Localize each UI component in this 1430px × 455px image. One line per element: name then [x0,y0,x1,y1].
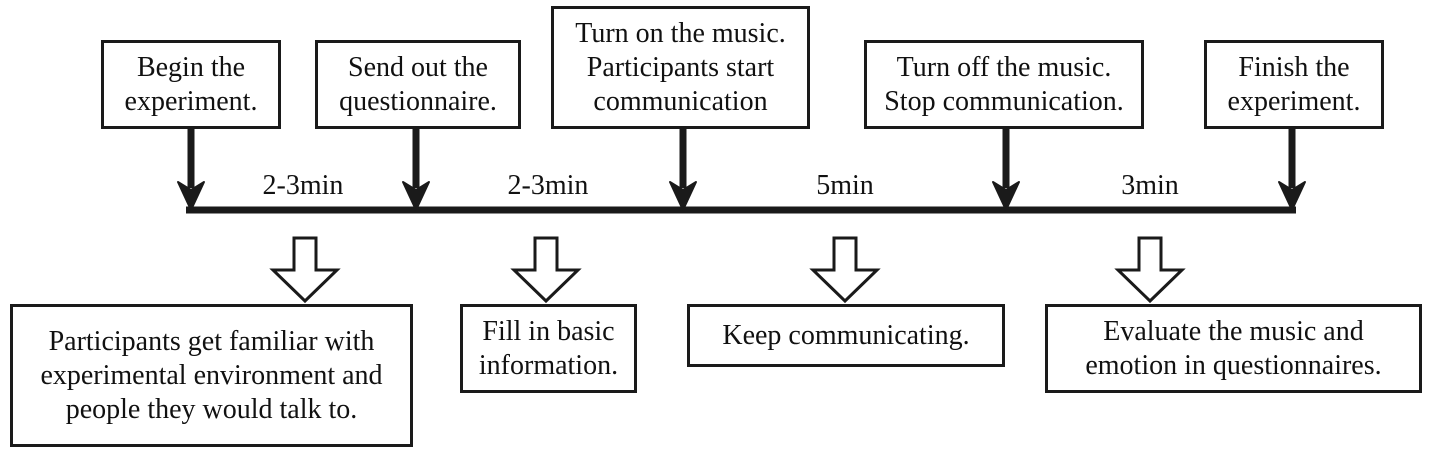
solid-down-arrow-head [1278,181,1306,211]
activity-box-keep-communicating: Keep communicating. [687,304,1005,367]
activity-box-line: information. [478,349,619,381]
step-box-line: Turn on the music. [575,17,786,49]
step-box-line: experiment. [124,85,258,117]
step-box-line: experiment. [1227,85,1361,117]
activity-box-line: emotion in questionnaires. [1085,349,1382,381]
step-box-line: Begin the [136,51,246,83]
step-box-music-off: Turn off the music.Stop communication. [864,40,1144,129]
solid-down-arrow-head [669,181,697,211]
activity-box-line: people they would talk to. [65,393,358,425]
duration-label: 2-3min [507,170,589,201]
solid-down-arrow-head [177,181,205,211]
hollow-down-arrow [269,236,341,304]
duration-label: 2-3min [262,170,344,201]
hollow-down-arrow [510,236,582,304]
solid-down-arrow-head [402,181,430,211]
hollow-down-arrow [809,236,881,304]
step-box-line: Participants start [586,51,775,83]
solid-down-arrow-head [992,181,1020,211]
step-box-line: communication [593,85,768,117]
step-box-line: Finish the [1238,51,1350,83]
step-box-line: Turn off the music. [896,51,1112,83]
duration-label: 5min [816,170,874,201]
activity-box-line: experimental environment and [40,359,383,391]
activity-box-line: Keep communicating. [722,319,970,351]
step-box-line: Stop communication. [884,85,1124,117]
duration-label: 3min [1121,170,1179,201]
activity-box-line: Evaluate the music and [1103,315,1364,347]
step-box-line: questionnaire. [339,85,497,117]
activity-box-line: Participants get familiar with [48,325,375,357]
step-box-line: Send out the [348,51,488,83]
hollow-down-arrow [1114,236,1186,304]
activity-box-line: Fill in basic [482,315,615,347]
